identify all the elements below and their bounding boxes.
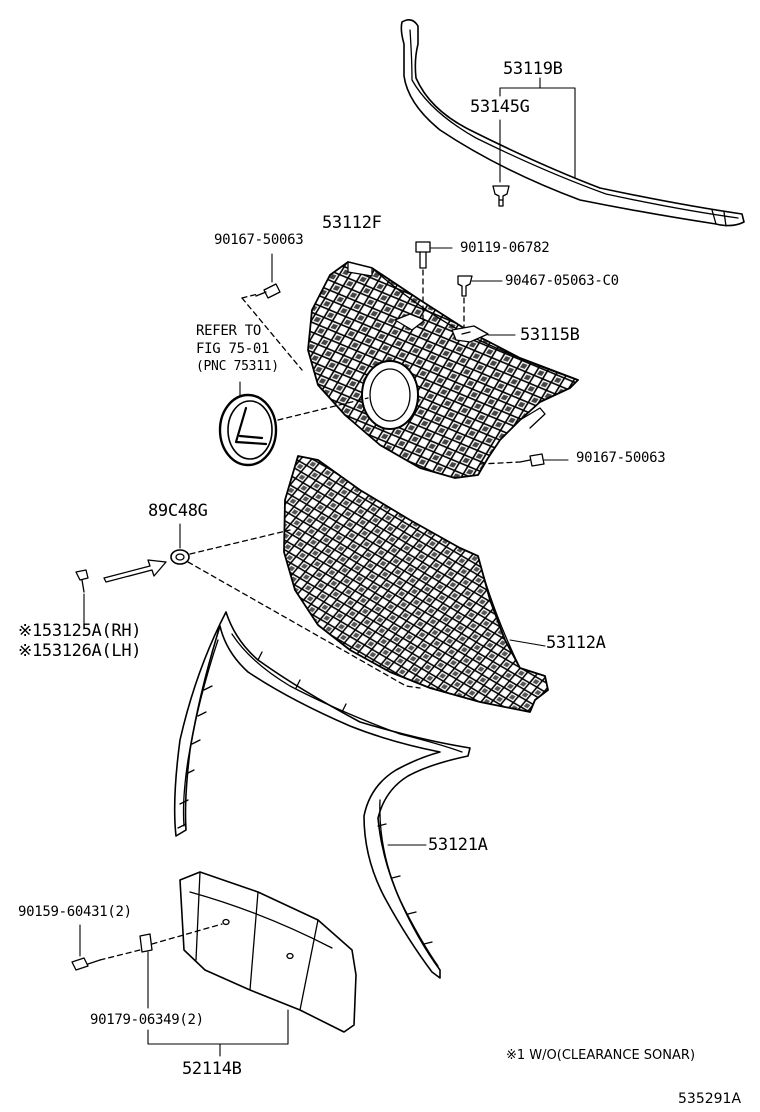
upper-grille-53112F	[307, 261, 579, 479]
clip-90467	[457, 275, 503, 297]
bolt-90167-right	[519, 453, 569, 467]
upper-molding-53119B	[400, 18, 745, 227]
direction-arrow	[103, 559, 167, 583]
label-90159-60431[interactable]: 90159-60431(2)	[18, 904, 132, 920]
license-bracket-52114B	[179, 871, 357, 1033]
nut-90179	[139, 933, 153, 1009]
label-90467-05063-C0[interactable]: 90467-05063-C0	[505, 273, 619, 289]
lower-grille-53112A	[283, 455, 549, 713]
label-90167-50063-right[interactable]: 90167-50063	[576, 450, 666, 466]
label-53112A[interactable]: 53112A	[546, 633, 606, 653]
figure-code: 535291A	[678, 1091, 742, 1107]
label-52114B[interactable]: 52114B	[182, 1059, 242, 1079]
label-90179-06349[interactable]: 90179-06349(2)	[90, 1012, 204, 1028]
label-89C48G[interactable]: 89C48G	[148, 501, 208, 521]
label-53125A-rh[interactable]: ※153125A(RH)	[18, 621, 142, 641]
bracket-53115B	[451, 325, 516, 343]
bolt-90119	[415, 241, 453, 269]
label-53112F[interactable]: 53112F	[322, 213, 382, 233]
refer-line-1: REFER TO	[196, 323, 262, 339]
clip-53125A	[75, 569, 89, 625]
bolt-90167-top	[255, 253, 281, 299]
footnote: ※1 W/O(CLEARANCE SONAR)	[506, 1048, 696, 1063]
refer-line-3[interactable]: (PNC 75311)	[196, 359, 279, 374]
refer-line-2: FIG 75-01	[196, 341, 270, 357]
label-90119-06782[interactable]: 90119-06782	[460, 240, 550, 256]
label-53119B[interactable]: 53119B	[503, 59, 563, 79]
clip-53145G	[492, 185, 510, 207]
emblem	[218, 393, 278, 467]
bolt-90159	[71, 924, 101, 971]
grommet-89C48G	[170, 523, 190, 565]
label-53115B[interactable]: 53115B	[520, 325, 580, 345]
label-53145G[interactable]: 53145G	[470, 97, 530, 117]
surround-molding-53121A	[173, 611, 471, 979]
label-53121A[interactable]: 53121A	[428, 835, 488, 855]
label-53126A-lh[interactable]: ※153126A(LH)	[18, 641, 142, 661]
label-90167-50063-top[interactable]: 90167-50063	[214, 232, 304, 248]
